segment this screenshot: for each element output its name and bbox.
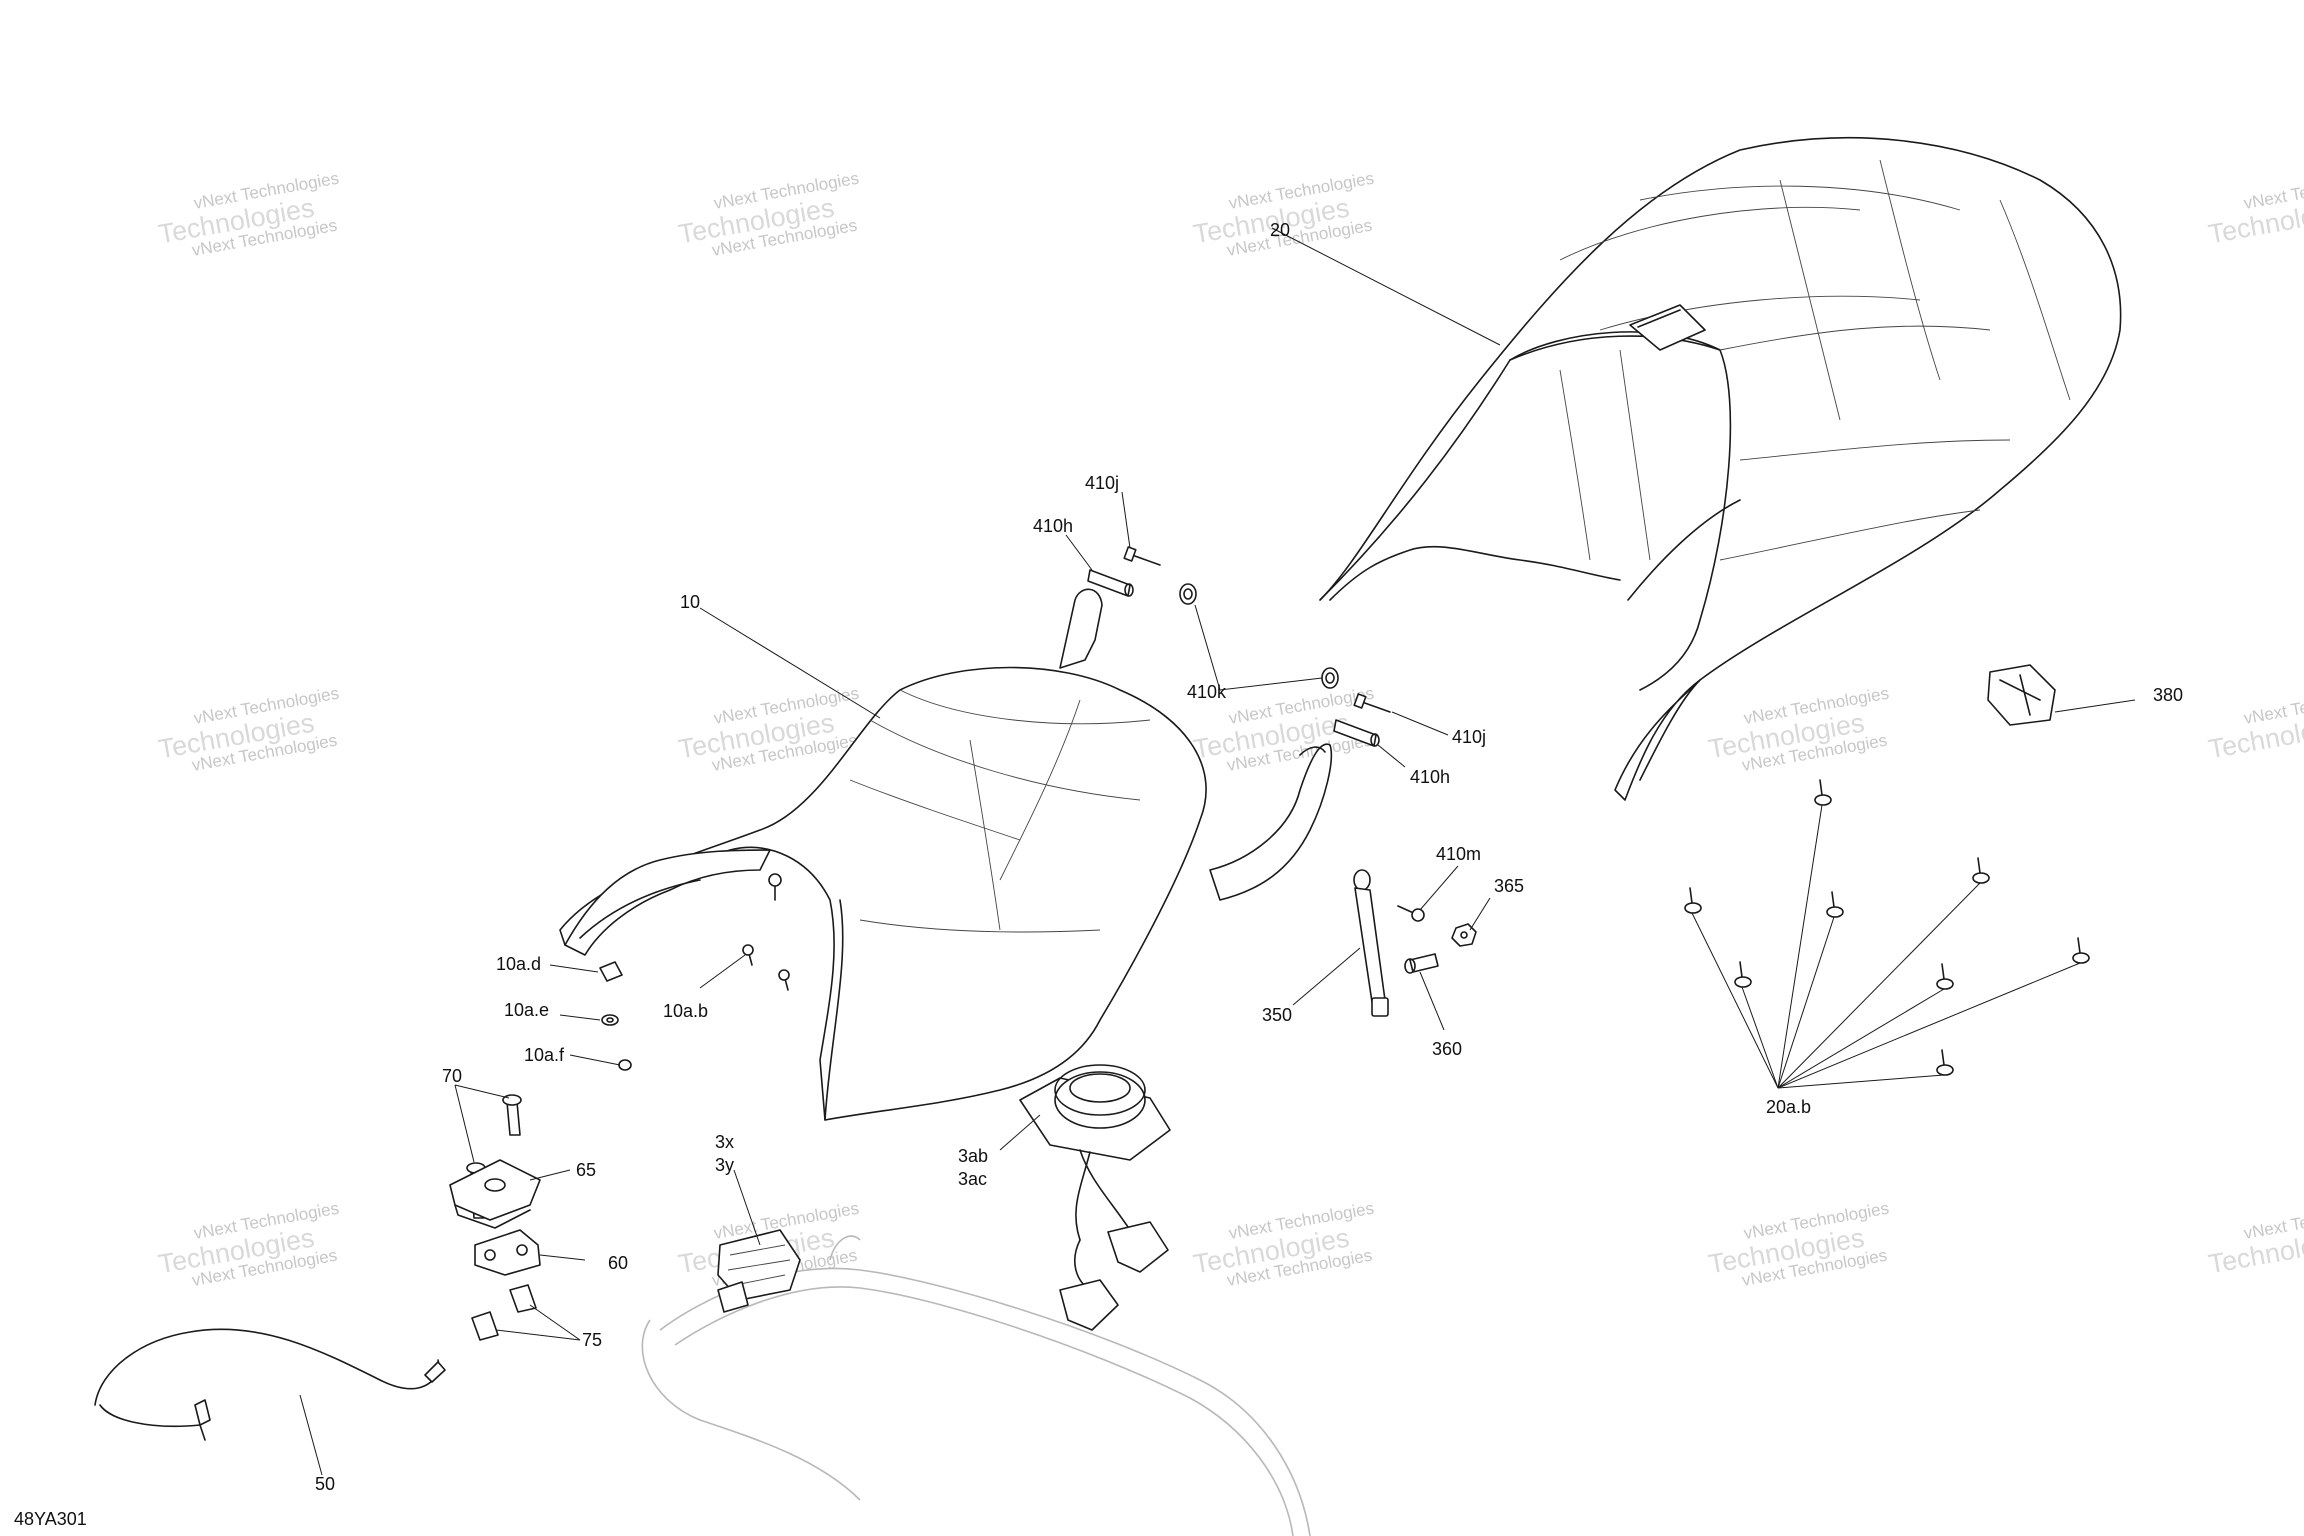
connector-part-3x-3y xyxy=(717,1229,801,1313)
callout-3ab: 3ab xyxy=(958,1146,988,1166)
pin-part-360 xyxy=(1404,953,1439,974)
clip-part-10ad xyxy=(599,961,623,982)
nut-410k-mid xyxy=(1321,667,1339,689)
callout-410m: 410m xyxy=(1436,844,1481,864)
latch-part-380 xyxy=(1987,664,2056,726)
callout-410h-mid: 410h xyxy=(1410,767,1450,787)
callout-60: 60 xyxy=(608,1253,628,1273)
push-pin xyxy=(1936,1049,1954,1076)
callout-10af: 10a.f xyxy=(524,1045,565,1065)
leader-lines xyxy=(299,227,2136,1476)
push-pin xyxy=(1734,961,1752,988)
watermark: vNext Technologies Technologies xyxy=(2206,1199,2304,1280)
wiring-harness-ghost xyxy=(641,1235,1311,1536)
push-pin xyxy=(1826,891,1844,918)
screw-part-410m xyxy=(1397,905,1425,922)
watermark: vNext Technologies Technologies vNext Te… xyxy=(1191,1199,1375,1290)
callout-365: 365 xyxy=(1494,876,1524,896)
nut-410k-top xyxy=(1179,583,1197,605)
screw-part-10ab xyxy=(742,944,790,991)
callout-50: 50 xyxy=(315,1474,335,1494)
front-seat-part-10 xyxy=(559,588,1333,1121)
bolt-410j-mid xyxy=(1353,693,1391,713)
callout-65: 65 xyxy=(576,1160,596,1180)
bolt-410j-top xyxy=(1123,546,1161,566)
callout-410j-mid: 410j xyxy=(1452,727,1486,747)
buzzer-part-3ab-3ac xyxy=(1019,1064,1171,1331)
spacer-410h-mid xyxy=(1333,719,1380,747)
watermark: vNext Technologies Technologies vNext Te… xyxy=(1706,1199,1890,1290)
watermark: vNext Technologies Technologies vNext Te… xyxy=(156,1199,340,1290)
nut-part-365 xyxy=(1451,923,1477,947)
release-cable-part-50 xyxy=(94,1328,446,1441)
callout-3x: 3x xyxy=(715,1132,734,1152)
callout-10: 10 xyxy=(680,592,700,612)
lock-part-60 xyxy=(474,1229,541,1276)
watermark: vNext Technologies Technologies vNext Te… xyxy=(156,169,340,260)
watermark: vNext Technologies Technologies vNext Te… xyxy=(676,169,860,260)
callout-3ac: 3ac xyxy=(958,1169,987,1189)
spacer-410h-top xyxy=(1087,569,1134,597)
nut-part-10af xyxy=(618,1059,632,1071)
push-pin xyxy=(1972,857,1990,884)
push-pins-part-20ab xyxy=(1684,779,2090,1076)
push-pin xyxy=(1684,887,1702,914)
callout-410k: 410k xyxy=(1187,682,1227,702)
watermark: vNext Technologies Technologies vNext Te… xyxy=(1191,169,1375,260)
bracket-part-65 xyxy=(449,1159,541,1229)
callout-350: 350 xyxy=(1262,1005,1292,1025)
callout-10ae: 10a.e xyxy=(504,1000,549,1020)
washer-part-10ae xyxy=(601,1014,619,1026)
watermark: vNext Technologies Technologies xyxy=(2206,169,2304,250)
callout-410h-top: 410h xyxy=(1033,516,1073,536)
callout-10ad: 10a.d xyxy=(496,954,541,974)
callout-20ab: 20a.b xyxy=(1766,1097,1811,1117)
callout-labels: 20 410j 410h 10 410k 410j 410h 380 410m … xyxy=(14,220,2183,1529)
callout-360: 360 xyxy=(1432,1039,1462,1059)
callout-380: 380 xyxy=(2153,685,2183,705)
push-pin xyxy=(1814,779,1832,806)
callout-3y: 3y xyxy=(715,1155,734,1175)
clips-part-75 xyxy=(471,1284,537,1341)
push-pin xyxy=(2072,937,2090,964)
callout-20: 20 xyxy=(1270,220,1290,240)
push-pin xyxy=(1936,963,1954,990)
callout-10ab: 10a.b xyxy=(663,1001,708,1021)
callout-75: 75 xyxy=(582,1330,602,1350)
rear-seat-part-20 xyxy=(1319,136,2122,801)
diagram-code: 48YA301 xyxy=(14,1509,87,1529)
callout-70: 70 xyxy=(442,1066,462,1086)
watermark: vNext Technologies Technologies vNext Te… xyxy=(156,684,340,775)
watermark: vNext Technologies Technologies vNext Te… xyxy=(1706,684,1890,775)
watermark: vNext Technologies Technologies xyxy=(2206,684,2304,765)
gas-strut-part-350 xyxy=(1353,869,1389,1017)
callout-410j-top: 410j xyxy=(1085,473,1119,493)
